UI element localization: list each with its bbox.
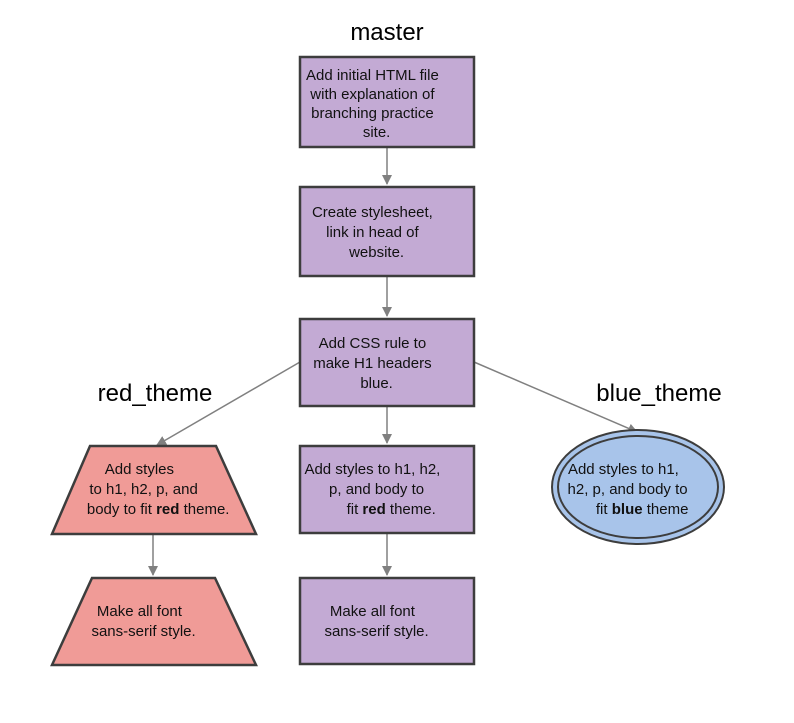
node-text-line: fit (596, 501, 612, 518)
node-text-line: Add styles to h1, h2, (304, 461, 440, 478)
edge-cssrule-to-blue-styles (473, 361, 638, 434)
node-text-emphasis: blue (612, 501, 643, 518)
node-text-line: theme. (386, 501, 436, 518)
node-text-line: fit (347, 501, 363, 518)
svg-text:Add initial HTML file wi: Add initial HTML file with explanation o… (0, 0, 468, 141)
node-text-line: Add CSS rule to (319, 335, 427, 352)
node-blue-styles: Add styles to h1, h2, p, and body to fit… (551, 429, 725, 545)
node-text-line: with explanation of (309, 86, 435, 103)
node-css-rule: Add CSS rule to make H1 headers blue. (0, 0, 476, 408)
svg-text:Add CSS rule to make H1: Add CSS rule to make H1 headers blue. (0, 0, 461, 392)
node-text-line: make H1 headers (313, 355, 431, 372)
svg-text:Make all font sans-serif: Make all font sans-serif style. (0, 0, 217, 640)
svg-text:Create stylesheet, link: Create stylesheet, link in head of websi… (0, 0, 462, 261)
svg-text:fit blue theme: fit blue theme (567, 501, 710, 518)
node-initial-html: Add initial HTML file with explanation o… (0, 0, 476, 149)
node-text-line: theme (643, 501, 689, 518)
node-text-emphasis: red (156, 501, 179, 518)
node-text-line: Add initial HTML file (306, 67, 439, 84)
node-text-emphasis: red (362, 501, 385, 518)
node-red-styles: Add styles to h1, h2, p, and body to fit… (0, 0, 258, 536)
node-text-line: sans-serif style. (91, 623, 195, 640)
node-text-line: Make all font (97, 603, 183, 620)
edges (148, 147, 638, 576)
node-master-styles: Add styles to h1, h2, p, and body to fit… (0, 0, 476, 535)
node-text-line: branching practice (311, 105, 434, 122)
svg-text:fit red theme.: fit red theme. (317, 501, 456, 518)
svg-text:Make all font sans-serif: Make all font sans-serif style. (324, 603, 428, 640)
node-text-line: Add styles to h1, (568, 461, 679, 478)
branch-label-master: master (350, 19, 423, 46)
node-text-line: p, and body to (329, 481, 424, 498)
node-text-line: link in head of (326, 224, 419, 241)
node-text-line: Create stylesheet, (312, 204, 433, 221)
node-text-line: Add styles (105, 461, 174, 478)
node-text-line: to h1, h2, p, and (89, 481, 197, 498)
node-text-line: sans-serif style. (324, 623, 428, 640)
node-text-line: h2, p, and body to (568, 481, 688, 498)
node-master-font: Make all font sans-serif style. (298, 576, 476, 666)
node-text-line: theme. (179, 501, 229, 518)
svg-text:body to fit red theme.: body to fit red theme. (58, 501, 251, 518)
edge-cssrule-to-red-styles (156, 361, 301, 446)
node-text-line: Make all font (330, 603, 416, 620)
branch-label-red-theme: red_theme (98, 380, 213, 407)
svg-text:Add styles to h1, h2, p,: Add styles to h1, h2, p, and (0, 0, 219, 498)
node-text-line: site. (363, 124, 391, 141)
node-red-font: Make all font sans-serif style. (0, 0, 258, 667)
node-text-line: website. (348, 244, 404, 261)
svg-text:Add styles to h1, h2, p,: Add styles to h1, h2, p, and body to (0, 0, 470, 498)
branch-label-blue-theme: blue_theme (596, 380, 721, 407)
svg-text:Add styles to h1, h2, p,: Add styles to h1, h2, p, and body to (568, 461, 688, 498)
node-create-stylesheet: Create stylesheet, link in head of websi… (0, 0, 476, 278)
node-text-line: blue. (360, 375, 393, 392)
node-text-line: body to fit (87, 501, 156, 518)
